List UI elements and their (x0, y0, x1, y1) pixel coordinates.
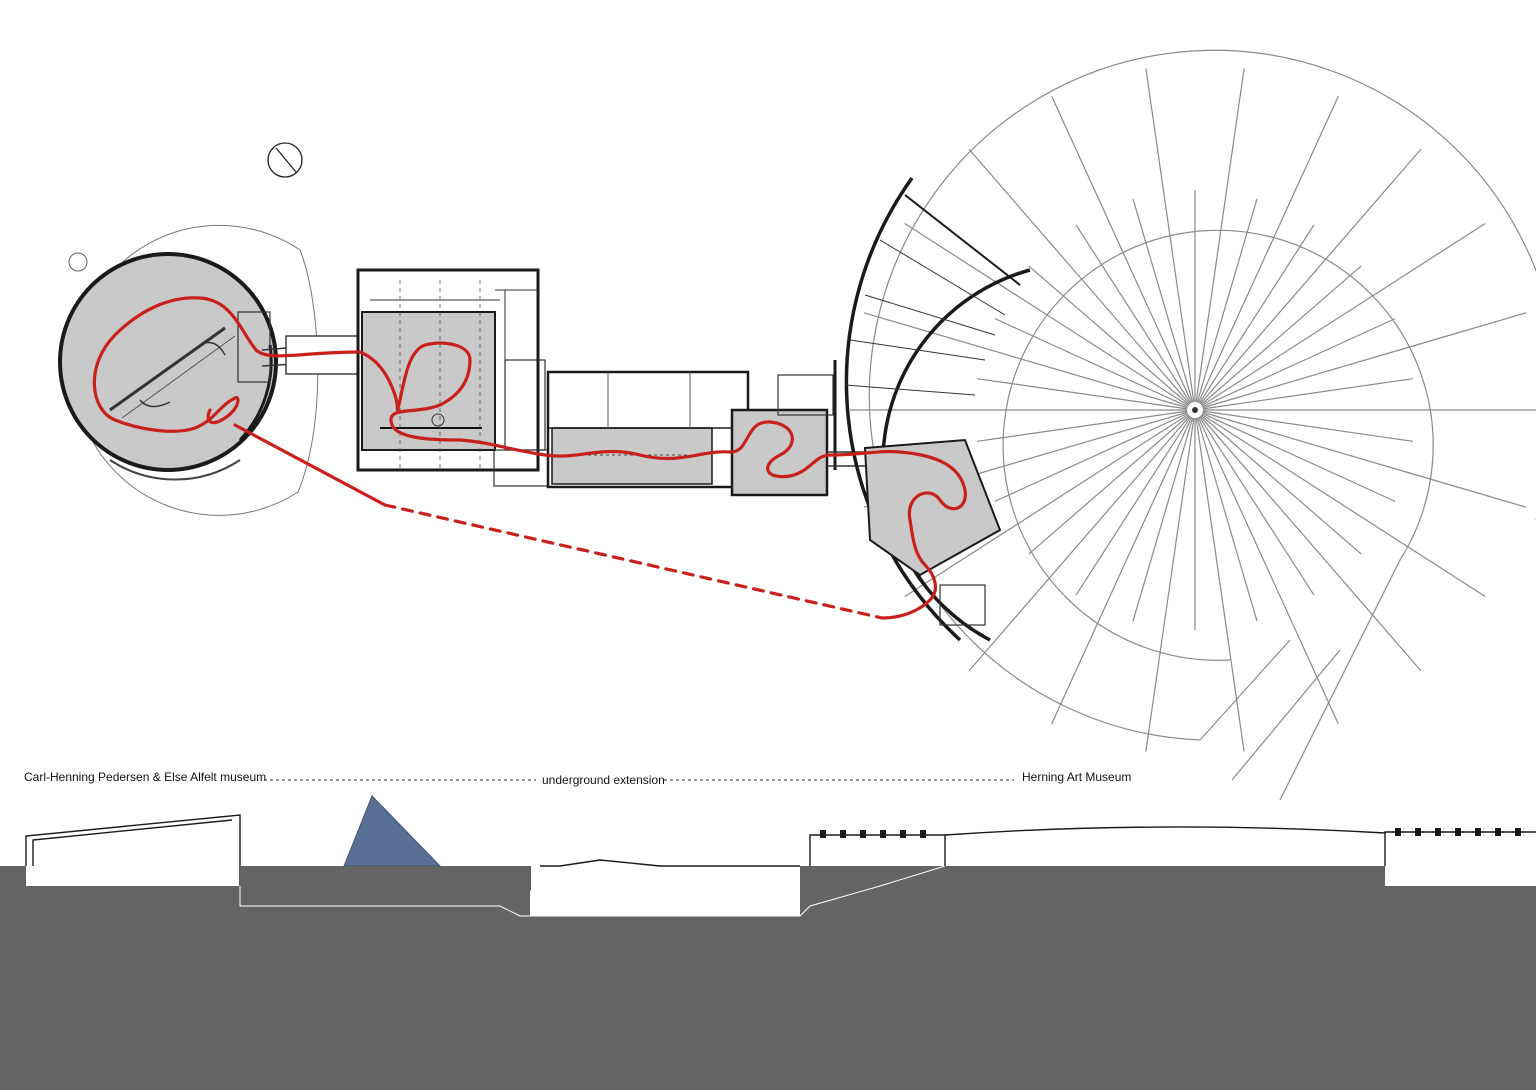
spiral-ray (1051, 95, 1193, 403)
spiral-ray (1200, 414, 1362, 555)
spiral-ray (1197, 417, 1339, 725)
spiral-ray (863, 312, 1188, 409)
spiral-ray (1202, 411, 1527, 508)
spiral-ray (968, 415, 1191, 672)
spiral-ray (1145, 68, 1195, 403)
spiral-ray (1198, 224, 1315, 404)
spiral-ray (1199, 148, 1422, 405)
spiral-ray (904, 413, 1189, 598)
spiral-ray (1202, 318, 1396, 408)
middle-galleries-plan (546, 360, 870, 497)
spiral-ray (904, 222, 1189, 407)
spiral-ray (1202, 378, 1413, 410)
spiral-ray (994, 412, 1188, 502)
spiral-ray (1201, 222, 1486, 407)
spiral-ray (1202, 410, 1413, 442)
spiral-ray (1198, 416, 1315, 596)
spiral-ray (1199, 415, 1422, 672)
spiral-ray (968, 148, 1191, 405)
spiral-ray (977, 378, 1188, 410)
spiral-ray (1197, 95, 1339, 403)
spiral-ray (994, 318, 1188, 408)
ground-mass (0, 866, 1536, 1090)
spiral-ray (1075, 416, 1192, 596)
label-underground-extension: underground extension (542, 773, 665, 787)
north-arrow-icon (267, 142, 303, 178)
spiral-ray (1145, 417, 1195, 752)
spiral-ray (1195, 68, 1245, 403)
spiral-ray (1196, 417, 1258, 622)
spiral-ray (1028, 414, 1190, 555)
spiral-ray (1200, 265, 1362, 406)
spiral-ray (1196, 198, 1258, 403)
central-block-plan (356, 268, 553, 487)
spiral-ray (1051, 417, 1193, 725)
spiral-ray (1132, 198, 1194, 403)
spiral-ray (1201, 413, 1486, 598)
left-museum-plan (58, 224, 319, 516)
visitor-route (92, 296, 967, 620)
spiral-ray (1202, 412, 1396, 502)
right-museum-plan (850, 49, 1536, 801)
pyramid-artwork (343, 795, 442, 867)
label-left-museum: Carl-Henning Pedersen & Else Alfelt muse… (24, 770, 267, 784)
label-right-museum: Herning Art Museum (1022, 770, 1132, 784)
spiral-ray (1132, 417, 1194, 622)
label-leader-lines (264, 779, 1014, 781)
spiral-ray (1075, 224, 1192, 404)
spiral-ray (1195, 417, 1245, 752)
spiral-ray (1028, 265, 1190, 406)
right-museum-walls (844, 176, 1031, 642)
spiral-ray (1202, 312, 1527, 409)
spiral-ray (977, 410, 1188, 442)
